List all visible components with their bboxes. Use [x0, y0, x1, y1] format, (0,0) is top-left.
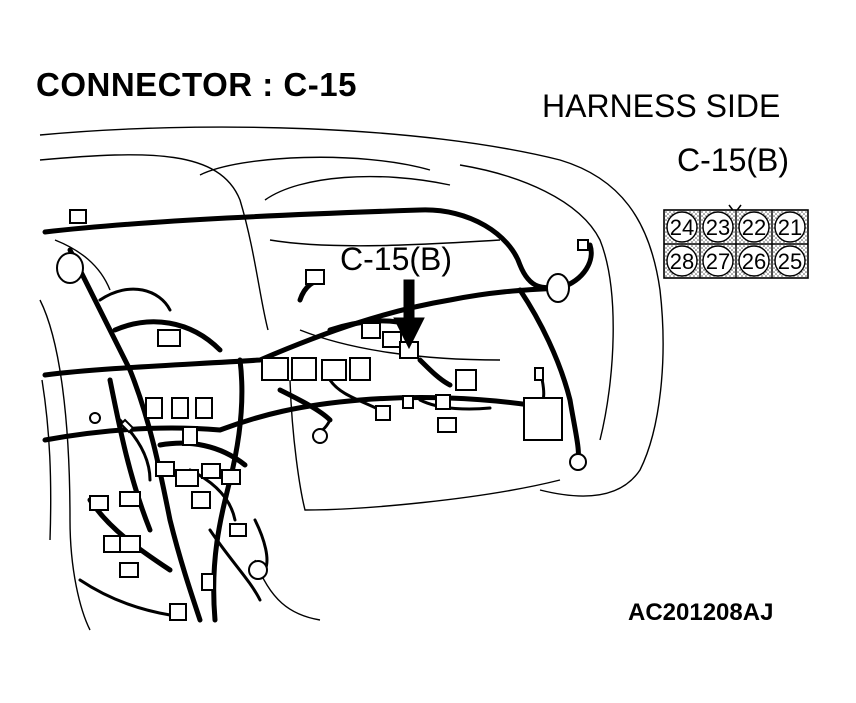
pin-number: 24	[669, 214, 695, 240]
callout-label: C-15(B)	[340, 241, 453, 277]
connector-title: CONNECTOR : C-15	[36, 66, 357, 103]
callout-arrow-icon	[393, 279, 425, 350]
pin-number: 26	[741, 248, 767, 274]
pin-number: 23	[705, 214, 731, 240]
grommets	[56, 252, 587, 580]
connectors	[69, 209, 563, 621]
pin-cell: 24	[664, 210, 700, 245]
pin-number: 22	[741, 214, 767, 240]
pin-cell: 25	[772, 244, 808, 279]
connector-pin-layout: 24 23 22 21 28 27 26 25	[663, 209, 809, 279]
figure-code: AC201208AJ	[628, 599, 774, 626]
pin-cell: 27	[700, 244, 736, 279]
pin-cell: 21	[772, 210, 808, 245]
pin-number: 25	[777, 248, 803, 274]
pin-cell: 26	[736, 244, 772, 279]
pin-cell: 28	[664, 244, 700, 279]
clips	[119, 239, 589, 434]
pin-cell: 22	[736, 210, 772, 245]
pin-number: 28	[669, 248, 695, 274]
connector-id-label: C-15(B)	[677, 142, 790, 178]
pin-cell: 23	[700, 210, 736, 245]
harness-side-label: HARNESS SIDE	[542, 88, 781, 124]
pin-number: 21	[777, 214, 803, 240]
pin-number: 27	[705, 248, 731, 274]
